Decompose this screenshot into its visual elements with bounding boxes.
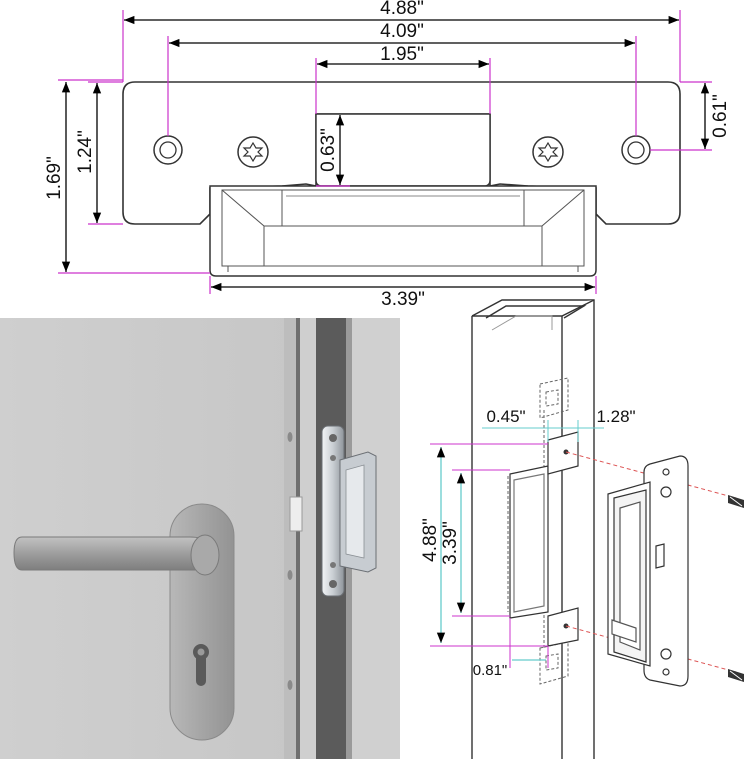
install-diagram: 0.45" 1.28" 4.88" 3.39" 0.81": [420, 299, 744, 759]
dim-plate-height-label: 1.24": [75, 130, 96, 174]
dim-opening-width-label: 1.95": [380, 44, 424, 65]
screw-icon: [728, 495, 744, 508]
mounting-hole-icon: [621, 135, 651, 165]
installed-strike: [321, 425, 377, 597]
dim-body-width-label: 3.39": [381, 289, 425, 310]
faceplate-drawing: 4.88" 4.09" 1.95" 1.69" 1.24" 0.63" 0.61…: [44, 0, 731, 310]
dim-cutout-height-label: 4.88": [420, 518, 441, 562]
dimension-lines: [61, 15, 710, 292]
mounting-hole-icon: [153, 135, 183, 165]
dim-left-offset-label: 0.45": [486, 407, 525, 426]
door-illustration: [0, 318, 400, 759]
dim-overall-height-label: 1.69": [44, 156, 65, 200]
dim-screw-spacing-label: 4.09": [380, 21, 424, 42]
dim-body-height-label: 3.39": [440, 521, 461, 565]
plate-opening: [315, 113, 491, 187]
torx-screw-icon: [532, 136, 564, 168]
dim-opening-depth-label: 0.63": [318, 128, 339, 172]
screw-alignment-lines: [565, 451, 737, 673]
install-extension-lines: [430, 443, 549, 668]
torx-screw-icon: [237, 136, 269, 168]
dim-right-offset-label: 1.28": [596, 407, 635, 426]
door-lever-handle: [13, 534, 220, 576]
cyan-extension-lines: [482, 420, 604, 442]
dim-overall-width-label: 4.88": [380, 0, 424, 19]
dim-edge-offset-label: 0.61": [710, 94, 731, 138]
install-dimension-lines: [436, 447, 546, 661]
strike-body: [209, 185, 597, 277]
dim-bottom-offset-label: 0.81": [473, 662, 508, 679]
strike-unit: [607, 455, 689, 687]
post-cutout: [509, 431, 579, 647]
screw-icon: [728, 669, 744, 682]
extension-lines: [58, 10, 712, 294]
